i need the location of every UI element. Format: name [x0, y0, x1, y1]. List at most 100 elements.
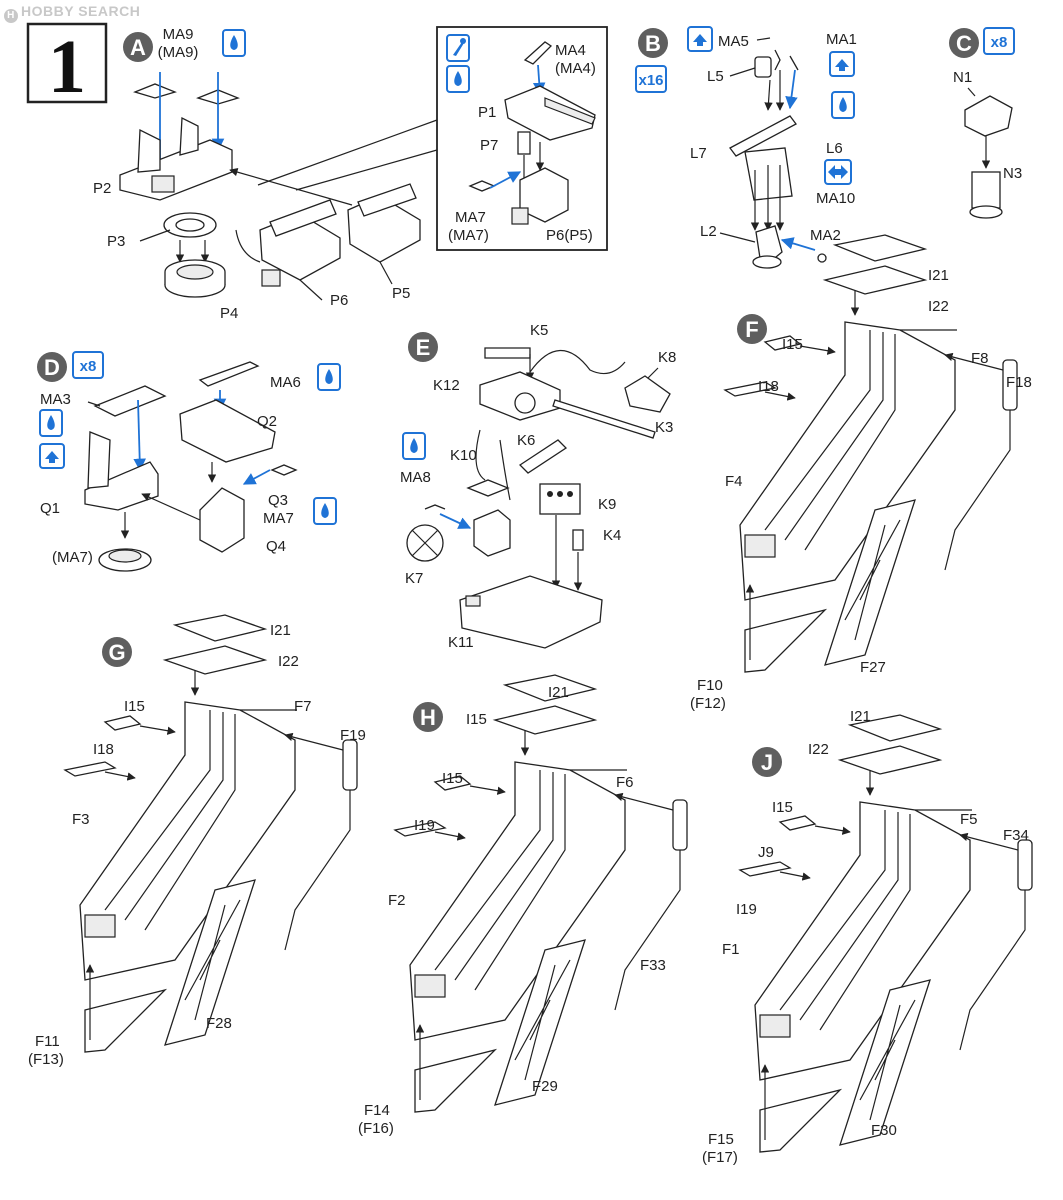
label-f-4: F18	[1006, 374, 1032, 391]
label-b-1: MA1	[826, 31, 857, 48]
label-a-0: MA9	[163, 26, 194, 43]
qty-badge-b: x16	[635, 65, 667, 93]
part-ma4	[523, 41, 553, 65]
part-k6	[518, 439, 568, 474]
tower-h-lower-plate	[414, 1048, 498, 1113]
label-h-5: F2	[388, 892, 406, 909]
section-badge-g: G	[102, 637, 132, 667]
part-ma9	[133, 83, 240, 105]
inset-label-0: MA4	[555, 42, 586, 59]
tower-assemblies	[63, 234, 1033, 1153]
part-k4	[572, 529, 584, 551]
inset-label-3: P7	[480, 137, 498, 154]
label-h-6: F33	[640, 957, 666, 974]
label-h-7: F14	[364, 1102, 390, 1119]
section-badge-j: J	[752, 747, 782, 777]
label-d-0: MA3	[40, 391, 71, 408]
label-c-0: N1	[953, 69, 972, 86]
tower-j-side-part-lower	[738, 861, 792, 877]
label-h-1: I15	[466, 711, 487, 728]
part-q2	[179, 399, 276, 463]
part-ma6	[198, 361, 260, 387]
label-g-7: F11	[35, 1033, 60, 1050]
section-a: A MA9 (MA9) P2 P3 P4 P6 P5	[93, 26, 438, 322]
label-e-3: K3	[655, 419, 673, 436]
label-b-5: MA10	[816, 190, 855, 207]
section-badge-e: E	[408, 332, 438, 362]
label-j-9: (F17)	[702, 1149, 738, 1166]
tower-f-side-part-upper	[763, 335, 802, 351]
svg-text:A: A	[130, 35, 146, 60]
label-j-1: I22	[808, 741, 829, 758]
tower-f-mast	[739, 321, 956, 601]
svg-text:F: F	[745, 317, 758, 342]
label-d-3: Q1	[40, 500, 60, 517]
tower-g-housing	[172, 614, 268, 642]
svg-text:H: H	[420, 705, 436, 730]
tower-h-housing	[502, 674, 598, 702]
inset-label-4: MA7	[455, 209, 486, 226]
tower-f-housing	[832, 234, 928, 262]
step-number-box: 1	[26, 22, 108, 109]
part-ma8	[424, 504, 446, 510]
label-d-4: Q4	[266, 538, 286, 555]
glue-icon	[222, 29, 246, 57]
section-badge-a: A	[123, 32, 153, 62]
tower-g-tube	[284, 755, 351, 951]
label-c-1: N3	[1003, 165, 1022, 182]
label-h-2: F6	[616, 774, 634, 791]
label-j-2: I15	[772, 799, 793, 816]
tower-j-housing-base	[837, 745, 943, 775]
part-p7	[517, 131, 531, 155]
section-e: E K5 K8 K12 K3 K6 K10 MA8 K9 K4 K7 K	[400, 322, 676, 651]
section-j: J I21 I22 I15 F5 F34 J9 I19 F1 F15 (F17)…	[702, 708, 1029, 1166]
label-b-6: L2	[700, 223, 717, 240]
label-j-7: F1	[722, 941, 740, 958]
tower-h-housing-base	[492, 705, 598, 735]
part-ma7	[270, 464, 298, 476]
part-q3	[199, 487, 245, 553]
part-n1	[964, 95, 1013, 137]
two-way-icon	[824, 159, 852, 185]
section-badge-d: D	[37, 352, 67, 382]
label-j-10: F30	[871, 1122, 897, 1139]
label-e-1: K8	[658, 349, 676, 366]
label-f-7: F10	[697, 677, 723, 694]
glue-icon	[39, 409, 63, 437]
label-e-5: K10	[450, 447, 477, 464]
svg-text:J: J	[761, 750, 773, 775]
part-l7	[729, 115, 797, 157]
label-h-4: I19	[414, 817, 435, 834]
label-e-0: K5	[530, 322, 548, 339]
label-h-0: I21	[548, 684, 569, 701]
label-a-4: P4	[220, 305, 238, 322]
part-k11	[459, 575, 603, 649]
label-g-8: (F13)	[28, 1051, 64, 1068]
part-ma2	[817, 253, 827, 263]
label-a-2: P2	[93, 180, 111, 197]
label-g-0: I21	[270, 622, 291, 639]
tower-f-side-part-lower	[723, 381, 777, 397]
label-f-8: (F12)	[690, 695, 726, 712]
tower-j-side-part-upper	[778, 815, 817, 831]
label-j-4: F34	[1003, 827, 1029, 844]
tower-j-tube	[959, 855, 1026, 1051]
label-d-6: MA7	[263, 510, 294, 527]
part-q1	[84, 461, 159, 511]
part-k5	[484, 347, 531, 359]
section-g: G I21 I22 I15 F7 F19 I18 F3 F11 (F13) F2…	[28, 622, 366, 1068]
label-g-9: F28	[206, 1015, 232, 1032]
part-p2	[119, 139, 233, 201]
tower-j-mast	[754, 801, 971, 1081]
qty-badge-d: x8	[72, 351, 104, 379]
section-badge-h: H	[413, 702, 443, 732]
glue-icon	[831, 91, 855, 119]
label-a-6: P5	[392, 285, 410, 302]
svg-text:G: G	[108, 640, 125, 665]
part-ma3	[93, 385, 167, 417]
label-j-0: I21	[850, 708, 871, 725]
tower-h-side-part-lower	[393, 821, 447, 837]
label-h-9: F29	[532, 1078, 558, 1095]
label-a-3: P3	[107, 233, 125, 250]
